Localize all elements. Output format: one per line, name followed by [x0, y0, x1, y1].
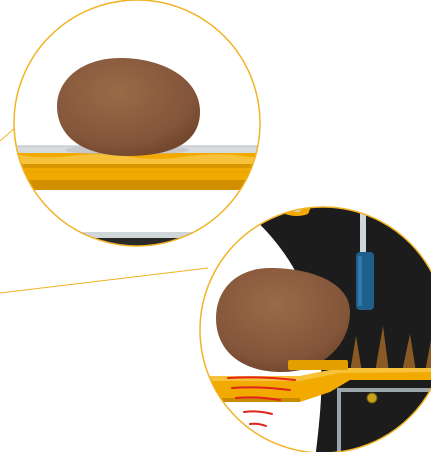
connector-line-bottom [0, 268, 208, 293]
bottom-detail-circle [190, 200, 431, 452]
top-conveyor [10, 153, 270, 190]
top-detail-circle [0, 0, 270, 260]
